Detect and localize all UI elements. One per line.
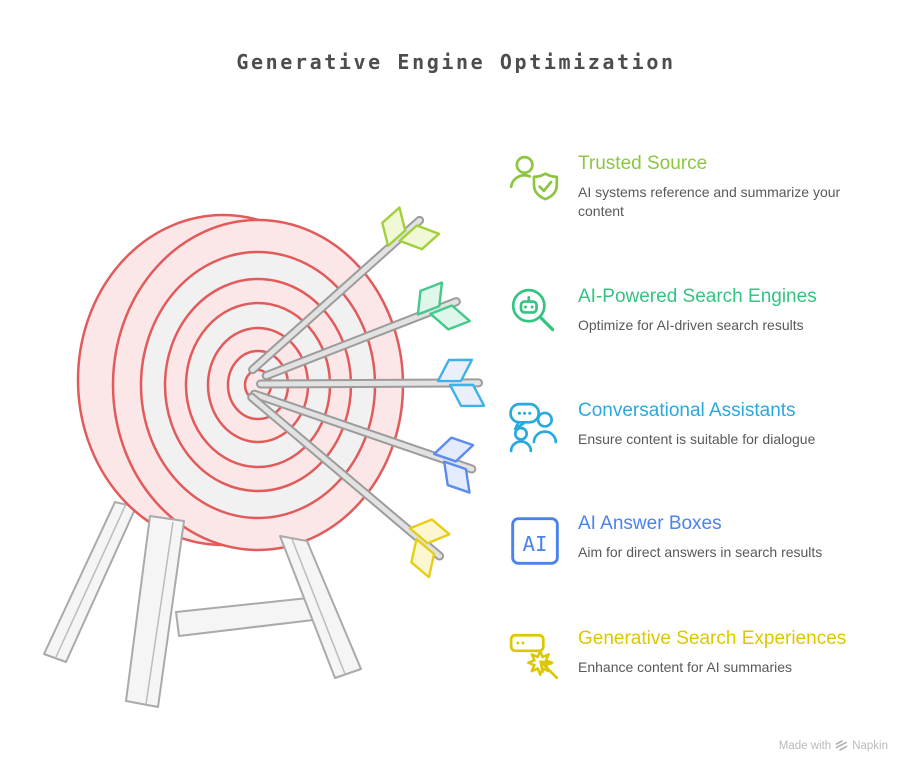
item-description: Aim for direct answers in search results	[578, 544, 823, 560]
target-illustration	[43, 206, 486, 708]
list-item-trusted-source: Trusted Source AI systems reference and …	[508, 152, 900, 221]
item-heading: Trusted Source	[578, 153, 708, 174]
item-description: Enhance content for AI summaries	[578, 659, 792, 675]
easel-front-legs	[125, 515, 362, 708]
star-cursor-card-icon	[508, 629, 562, 683]
list-item-conversational: Conversational Assistants Ensure content…	[508, 399, 900, 455]
ai-box-icon: AI	[508, 514, 562, 568]
item-description: Optimize for AI-driven search results	[578, 317, 804, 333]
item-heading: AI Answer Boxes	[578, 513, 722, 534]
arrow-fletching	[416, 281, 472, 331]
made-with-credit: Made with Napkin	[779, 739, 888, 752]
arrow-generative-search	[247, 392, 451, 579]
arrow-trusted-source	[248, 206, 441, 375]
item-heading: Generative Search Experiences	[578, 628, 847, 649]
item-heading: AI-Powered Search Engines	[578, 286, 817, 307]
page-title: Generative Engine Optimization	[236, 50, 676, 74]
arrow-fletching	[381, 206, 441, 251]
napkin-logo-icon	[835, 740, 848, 751]
robot-magnifier-icon	[508, 287, 562, 341]
arrow-fletching	[436, 358, 486, 408]
arrow-fletching	[408, 518, 451, 579]
made-with-text: Made with	[778, 739, 832, 752]
list-item-ai-search: AI-Powered Search Engines Optimize for A…	[508, 285, 900, 341]
chat-people-icon	[508, 401, 562, 455]
arrow-fletching	[432, 436, 475, 494]
ai-box-label: AI	[523, 532, 548, 556]
arrow-conversational	[255, 358, 486, 408]
list-item-generative-search: Generative Search Experiences Enhance co…	[508, 627, 900, 683]
easel-back-leg	[43, 501, 137, 663]
item-description: Ensure content is suitable for dialogue	[578, 431, 816, 447]
item-description: AI systems reference and summarize your …	[578, 184, 841, 219]
person-shield-check-icon	[508, 154, 562, 208]
arrow-answer-boxes	[249, 389, 477, 494]
arrow-ai-search	[261, 281, 472, 381]
brand-text: Napkin	[852, 739, 888, 752]
item-heading: Conversational Assistants	[578, 400, 796, 421]
list-item-answer-boxes: AI AI Answer Boxes Aim for direct answer…	[508, 512, 900, 568]
